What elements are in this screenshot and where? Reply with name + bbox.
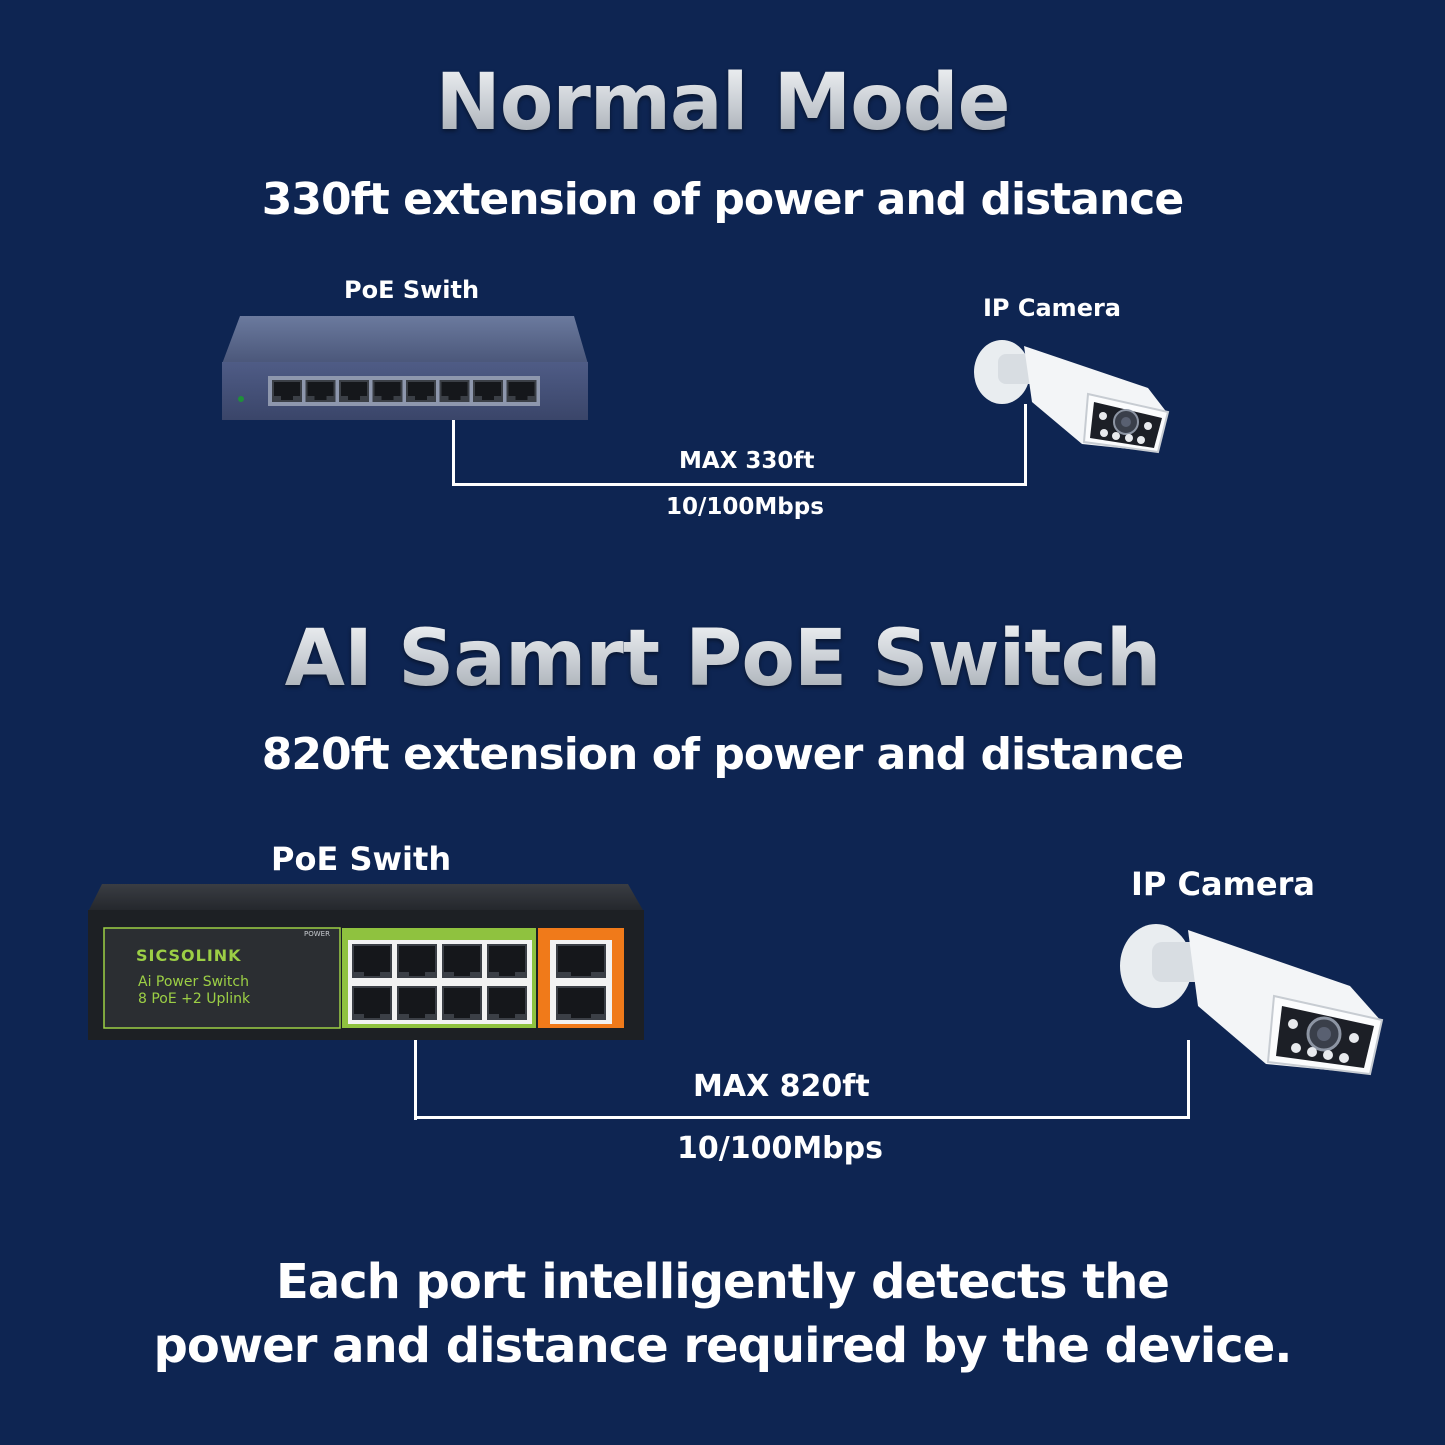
switch-model-line1: Ai Power Switch [138, 974, 249, 990]
poe-port-icon [397, 944, 437, 978]
cable-line-2-left [414, 1040, 417, 1120]
max-distance-label-1: MAX 330ft [679, 448, 815, 474]
ethernet-port-icon [305, 380, 336, 402]
ip-camera-image-2 [1120, 924, 1384, 1076]
ethernet-port-icon [473, 380, 503, 402]
poe-port-icon [442, 944, 482, 978]
ai-switch-subtitle: 820ft extension of power and distance [261, 729, 1184, 780]
poe-port-icon [487, 944, 527, 978]
switch-brand: SICSOLINK [136, 946, 242, 965]
uplink-port-icon [556, 986, 606, 1020]
ip-camera-label-2: IP Camera [1131, 865, 1315, 903]
ethernet-port-icon [406, 380, 436, 402]
cable-line-1-left [452, 420, 455, 486]
ip-camera-image-1 [974, 340, 1170, 454]
ethernet-port-icon [372, 380, 403, 402]
speed-label-1: 10/100Mbps [666, 494, 824, 520]
footer-text: Each port intelligently detects the powe… [0, 1250, 1445, 1378]
poe-port-icon [487, 986, 527, 1020]
normal-mode-subtitle: 330ft extension of power and distance [261, 174, 1184, 225]
footer-line-1: Each port intelligently detects the [276, 1254, 1170, 1310]
ethernet-port-icon [439, 380, 470, 402]
cable-line-2-right [1187, 1040, 1190, 1119]
cable-line-1-right [1024, 404, 1027, 486]
switch-model-line2: 8 PoE +2 Uplink [138, 991, 251, 1007]
poe-switch-label-2: PoE Swith [271, 840, 452, 878]
ip-camera-label-1: IP Camera [983, 294, 1121, 322]
uplink-port-icon [556, 944, 606, 978]
normal-mode-title: Normal Mode [0, 58, 1445, 148]
poe-port-icon [442, 986, 482, 1020]
ai-switch-title: AI Samrt PoE Switch [0, 614, 1445, 704]
ethernet-port-icon [272, 380, 302, 402]
ethernet-port-icon [339, 380, 369, 402]
switch-power-label: POWER [304, 930, 330, 938]
cable-line-1-bottom [452, 483, 1027, 486]
speed-label-2: 10/100Mbps [677, 1131, 883, 1166]
basic-poe-switch-image [222, 316, 588, 420]
poe-port-icon [397, 986, 437, 1020]
footer-line-2: power and distance required by the devic… [153, 1318, 1292, 1374]
ai-poe-switch-image: SICSOLINK Ai Power Switch 8 PoE +2 Uplin… [88, 882, 644, 1042]
ethernet-port-icon [506, 380, 537, 402]
poe-port-icon [352, 944, 392, 978]
poe-switch-label-1: PoE Swith [344, 276, 480, 304]
cable-line-2-bottom [414, 1116, 1190, 1119]
max-distance-label-2: MAX 820ft [693, 1069, 870, 1104]
poe-port-icon [352, 986, 392, 1020]
